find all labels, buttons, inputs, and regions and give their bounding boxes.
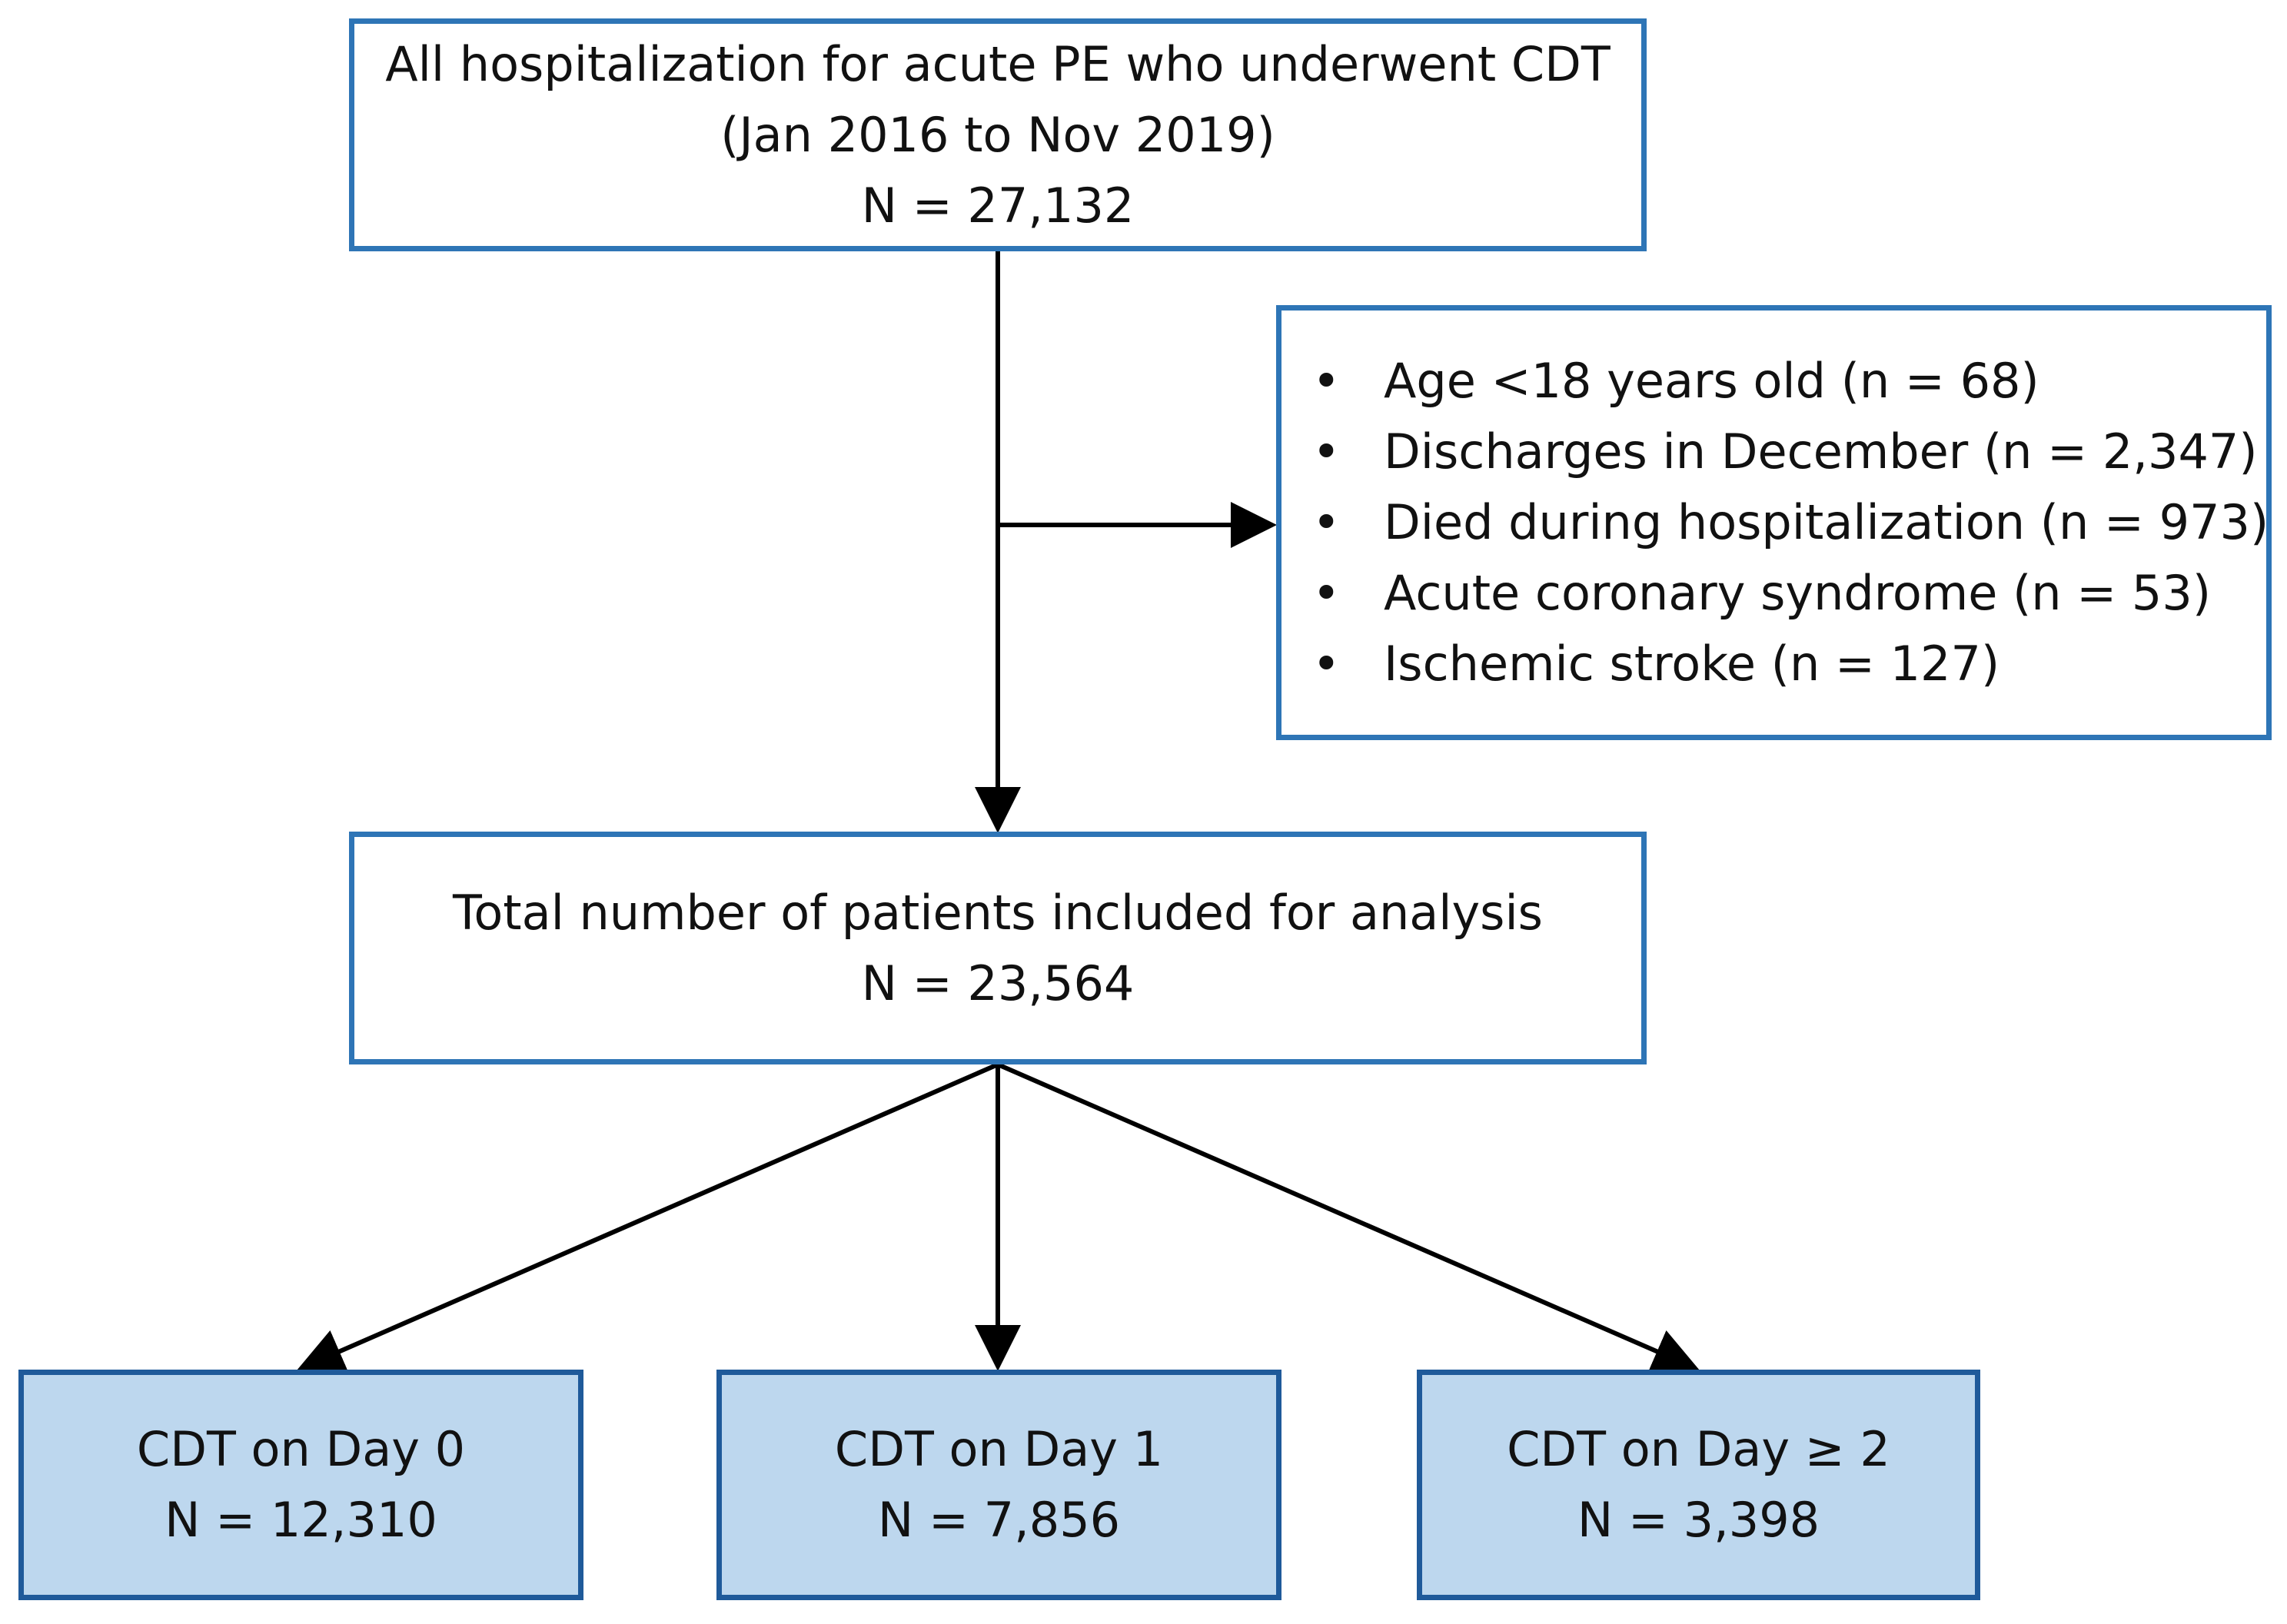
all-line-3: N = 27,132 bbox=[861, 177, 1135, 234]
day0-count: N = 12,310 bbox=[165, 1492, 437, 1548]
bullet-icon: • bbox=[1312, 353, 1341, 409]
exclusion-item: • Discharges in December (n = 2,347) bbox=[1312, 417, 2269, 487]
bullet-icon: • bbox=[1312, 565, 1341, 621]
all-line-2: (Jan 2016 to Nov 2019) bbox=[720, 106, 1275, 163]
exclusion-text: Acute coronary syndrome (n = 53) bbox=[1384, 565, 2212, 621]
exclusion-item: • Age <18 years old (n = 68) bbox=[1312, 346, 2269, 417]
total-line-2: N = 23,564 bbox=[861, 955, 1135, 1011]
day2-count: N = 3,398 bbox=[1577, 1492, 1820, 1548]
bullet-icon: • bbox=[1312, 494, 1341, 550]
box-cdt-day-0: CDT on Day 0 N = 12,310 bbox=[18, 1370, 583, 1600]
arrow-to-day2 bbox=[996, 1062, 1700, 1373]
bullet-icon: • bbox=[1312, 423, 1341, 480]
exclusion-item: • Died during hospitalization (n = 973) bbox=[1312, 487, 2269, 558]
exclusion-text: Discharges in December (n = 2,347) bbox=[1384, 423, 2258, 480]
day0-label: CDT on Day 0 bbox=[136, 1421, 466, 1477]
all-line-1: All hospitalization for acute PE who und… bbox=[385, 35, 1611, 92]
total-line-1: Total number of patients included for an… bbox=[453, 884, 1543, 941]
exclusion-text: Ischemic stroke (n = 127) bbox=[1384, 636, 2000, 692]
day1-label: CDT on Day 1 bbox=[834, 1421, 1164, 1477]
exclusion-list: • Age <18 years old (n = 68) • Discharges … bbox=[1281, 346, 2269, 699]
exclusion-text: Age <18 years old (n = 68) bbox=[1384, 353, 2039, 409]
box-all-hospitalizations: All hospitalization for acute PE who und… bbox=[349, 18, 1647, 251]
box-exclusions: • Age <18 years old (n = 68) • Discharges … bbox=[1276, 305, 2272, 740]
bullet-icon: • bbox=[1312, 636, 1341, 692]
exclusion-item: • Acute coronary syndrome (n = 53) bbox=[1312, 558, 2269, 629]
box-cdt-day-1: CDT on Day 1 N = 7,856 bbox=[716, 1370, 1281, 1600]
day1-count: N = 7,856 bbox=[877, 1492, 1121, 1548]
box-cdt-day-2-plus: CDT on Day ≥ 2 N = 3,398 bbox=[1417, 1370, 1980, 1600]
exclusion-item: • Ischemic stroke (n = 127) bbox=[1312, 629, 2269, 699]
arrow-to-day0 bbox=[297, 1062, 999, 1373]
exclusion-text: Died during hospitalization (n = 973) bbox=[1384, 494, 2269, 550]
day2-label: CDT on Day ≥ 2 bbox=[1507, 1421, 1890, 1477]
box-total-included: Total number of patients included for an… bbox=[349, 832, 1647, 1064]
